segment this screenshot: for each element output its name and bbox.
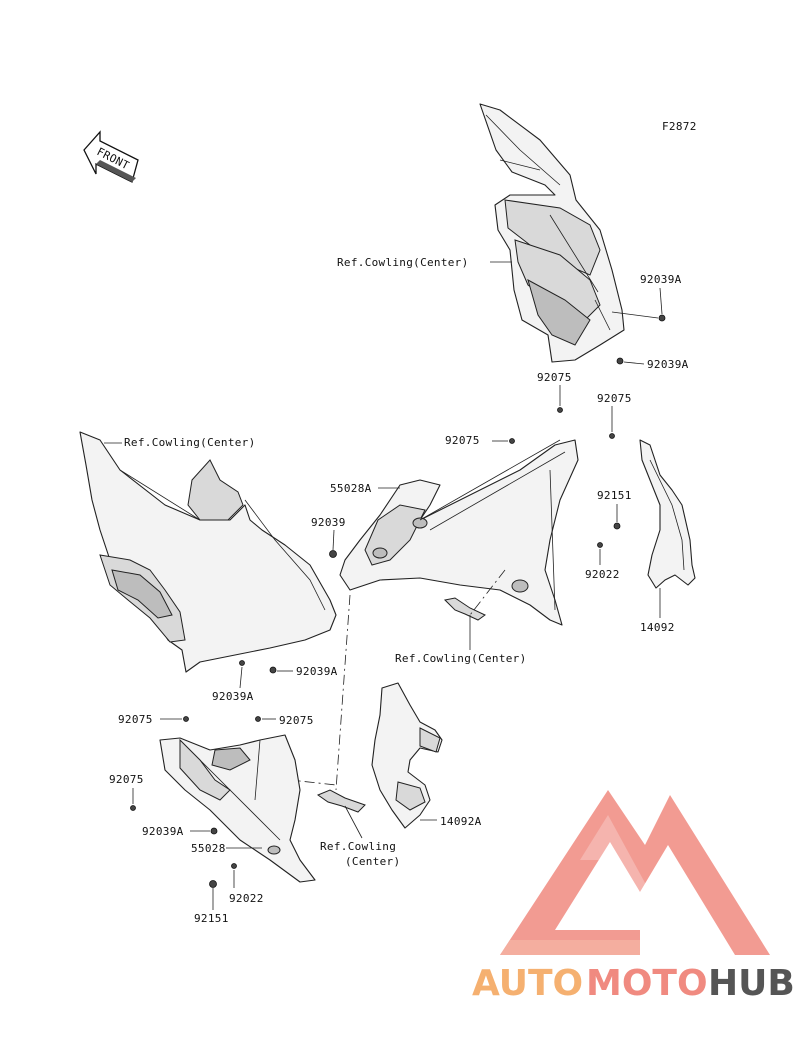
clip-92039a-left-a <box>239 660 245 666</box>
label-55028a: 55028A <box>330 482 372 495</box>
screw-92075-b <box>609 433 615 439</box>
automotohub-logo <box>500 790 770 955</box>
lower-cover-55028 <box>159 734 316 883</box>
clip-92039 <box>329 550 337 558</box>
screw-92075-d <box>183 716 189 722</box>
label-ref-cowling-bottom-2: (Center) <box>345 855 400 868</box>
label-92022-1: 92022 <box>585 568 620 581</box>
label-55028: 55028 <box>191 842 226 855</box>
screw-92075-c <box>509 438 515 444</box>
screw-92075-a <box>557 407 563 413</box>
label-92039a-2: 92039A <box>647 358 689 371</box>
cover-14092a <box>371 682 443 829</box>
screw-92075-f <box>130 805 136 811</box>
automotohub-wordmark: AUTO MOTO HUB <box>472 963 795 1004</box>
wordmark-hub: HUB <box>708 963 795 1004</box>
front-arrow-icon: FRONT <box>83 130 139 183</box>
collar-92022-b <box>231 863 237 869</box>
clip-92039a-upper <box>616 357 624 365</box>
label-92075-6: 92075 <box>109 773 144 786</box>
clip-92039a-top <box>658 314 666 322</box>
bracket-ref-mid <box>443 597 486 621</box>
label-92022-2: 92022 <box>229 892 264 905</box>
label-92039a-3: 92039A <box>296 665 338 678</box>
figure-code: F2872 <box>662 120 697 133</box>
label-92039a-5: 92039A <box>142 825 184 838</box>
label-ref-cowling-bottom-1: Ref.Cowling <box>320 840 396 853</box>
label-92151-2: 92151 <box>194 912 229 925</box>
wordmark-moto: MOTO <box>586 963 708 1004</box>
cover-14092 <box>639 439 696 589</box>
label-92075-4: 92075 <box>118 713 153 726</box>
label-92075-1: 92075 <box>537 371 572 384</box>
upper-cowling-center-part <box>479 103 625 363</box>
label-14092a: 14092A <box>440 815 482 828</box>
label-ref-cowling-mid: Ref.Cowling(Center) <box>395 652 527 665</box>
left-cowling-center-part <box>79 431 337 673</box>
wordmark-auto: AUTO <box>472 963 583 1004</box>
clip-92039a-bottom <box>210 827 218 835</box>
bracket-ref-bottom <box>316 789 366 813</box>
label-14092: 14092 <box>640 621 675 634</box>
screw-92075-e <box>255 716 261 722</box>
label-92039a-1: 92039A <box>640 273 682 286</box>
label-ref-cowling-top: Ref.Cowling(Center) <box>337 256 469 269</box>
clip-92039a-left-b <box>269 666 277 674</box>
label-92075-2: 92075 <box>597 392 632 405</box>
side-cover-55028a <box>339 439 579 626</box>
label-92151-1: 92151 <box>597 489 632 502</box>
label-ref-cowling-left: Ref.Cowling(Center) <box>124 436 256 449</box>
collar-92022-a <box>597 542 603 548</box>
label-92039a-4: 92039A <box>212 690 254 703</box>
bolt-92151-b <box>209 880 217 888</box>
label-92039: 92039 <box>311 516 346 529</box>
label-92075-5: 92075 <box>279 714 314 727</box>
bolt-92151-a <box>613 522 621 530</box>
label-92075-3: 92075 <box>445 434 480 447</box>
